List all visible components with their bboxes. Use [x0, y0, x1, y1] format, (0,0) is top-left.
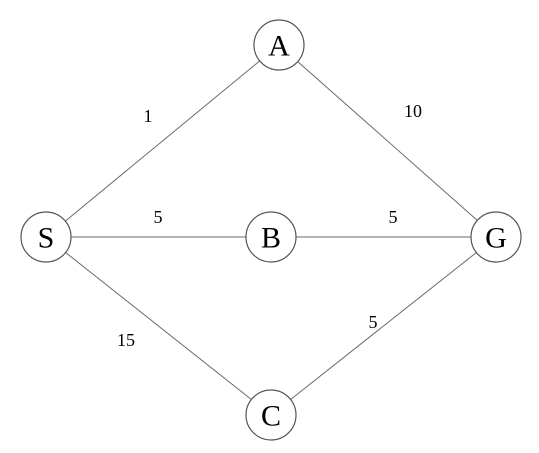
- edges-layer: [64, 60, 478, 400]
- edge-weight-s-c: 15: [117, 330, 135, 350]
- node-label-g: G: [485, 222, 507, 255]
- node-circle-c: [245, 389, 297, 441]
- edge-c-g: [290, 252, 477, 400]
- node-b: B: [245, 211, 297, 263]
- edge-weight-c-g: 5: [369, 312, 378, 332]
- node-g: G: [470, 211, 522, 263]
- node-circle-b: [245, 211, 297, 263]
- node-circle-g: [470, 211, 522, 263]
- node-c: C: [245, 389, 297, 441]
- edge-weight-b-g: 5: [389, 207, 398, 227]
- node-label-b: B: [261, 222, 281, 255]
- node-circle-s: [20, 211, 72, 263]
- edge-weight-s-a: 1: [144, 106, 153, 126]
- node-circle-a: [253, 19, 305, 71]
- edge-weight-a-g: 10: [404, 101, 422, 121]
- node-label-s: S: [38, 222, 55, 255]
- weights-layer: 1 10 5 5 15 5: [117, 101, 422, 350]
- edge-s-c: [65, 252, 252, 400]
- edge-weight-s-b: 5: [154, 207, 163, 227]
- node-label-a: A: [268, 30, 290, 63]
- node-a: A: [253, 19, 305, 71]
- nodes-layer: S A B C G: [20, 19, 522, 441]
- node-s: S: [20, 211, 72, 263]
- edge-a-g: [297, 61, 478, 221]
- node-label-c: C: [261, 400, 281, 433]
- edge-s-a: [64, 60, 261, 222]
